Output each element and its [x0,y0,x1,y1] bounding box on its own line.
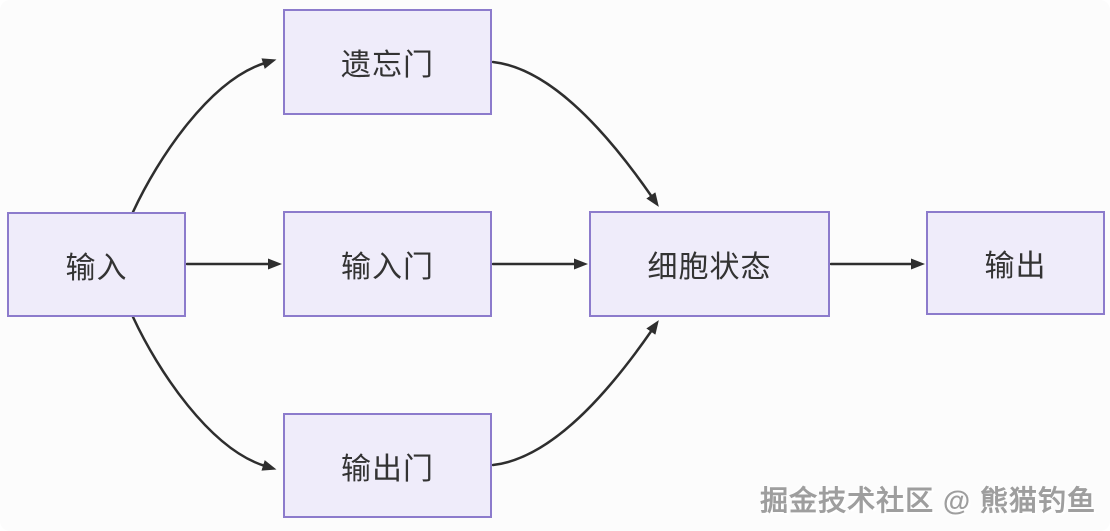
edge-input-to-forget-gate [131,58,277,214]
edge-forget-gate-to-cell-state [491,60,659,207]
node-output-gate-label: 输出门 [341,452,434,486]
node-input-gate-label: 输入门 [341,251,434,284]
node-input-gate: 输入门 [283,211,492,317]
edge-output-gate-to-cell-state [491,320,659,467]
edge-input-to-output-gate [131,315,277,471]
node-output-label: 输出 [984,250,1047,283]
node-output-gate: 输出门 [283,413,492,518]
node-cell-state-label: 细胞状态 [647,251,772,284]
node-forget-gate: 遗忘门 [283,9,492,115]
node-input-label: 输入 [65,251,128,285]
node-forget-gate-label: 遗忘门 [341,49,434,82]
watermark: 掘金技术社区 @ 熊猫钓鱼 [760,485,1096,516]
node-output: 输出 [926,211,1105,315]
node-input: 输入 [7,212,186,317]
node-cell-state: 细胞状态 [589,211,830,317]
